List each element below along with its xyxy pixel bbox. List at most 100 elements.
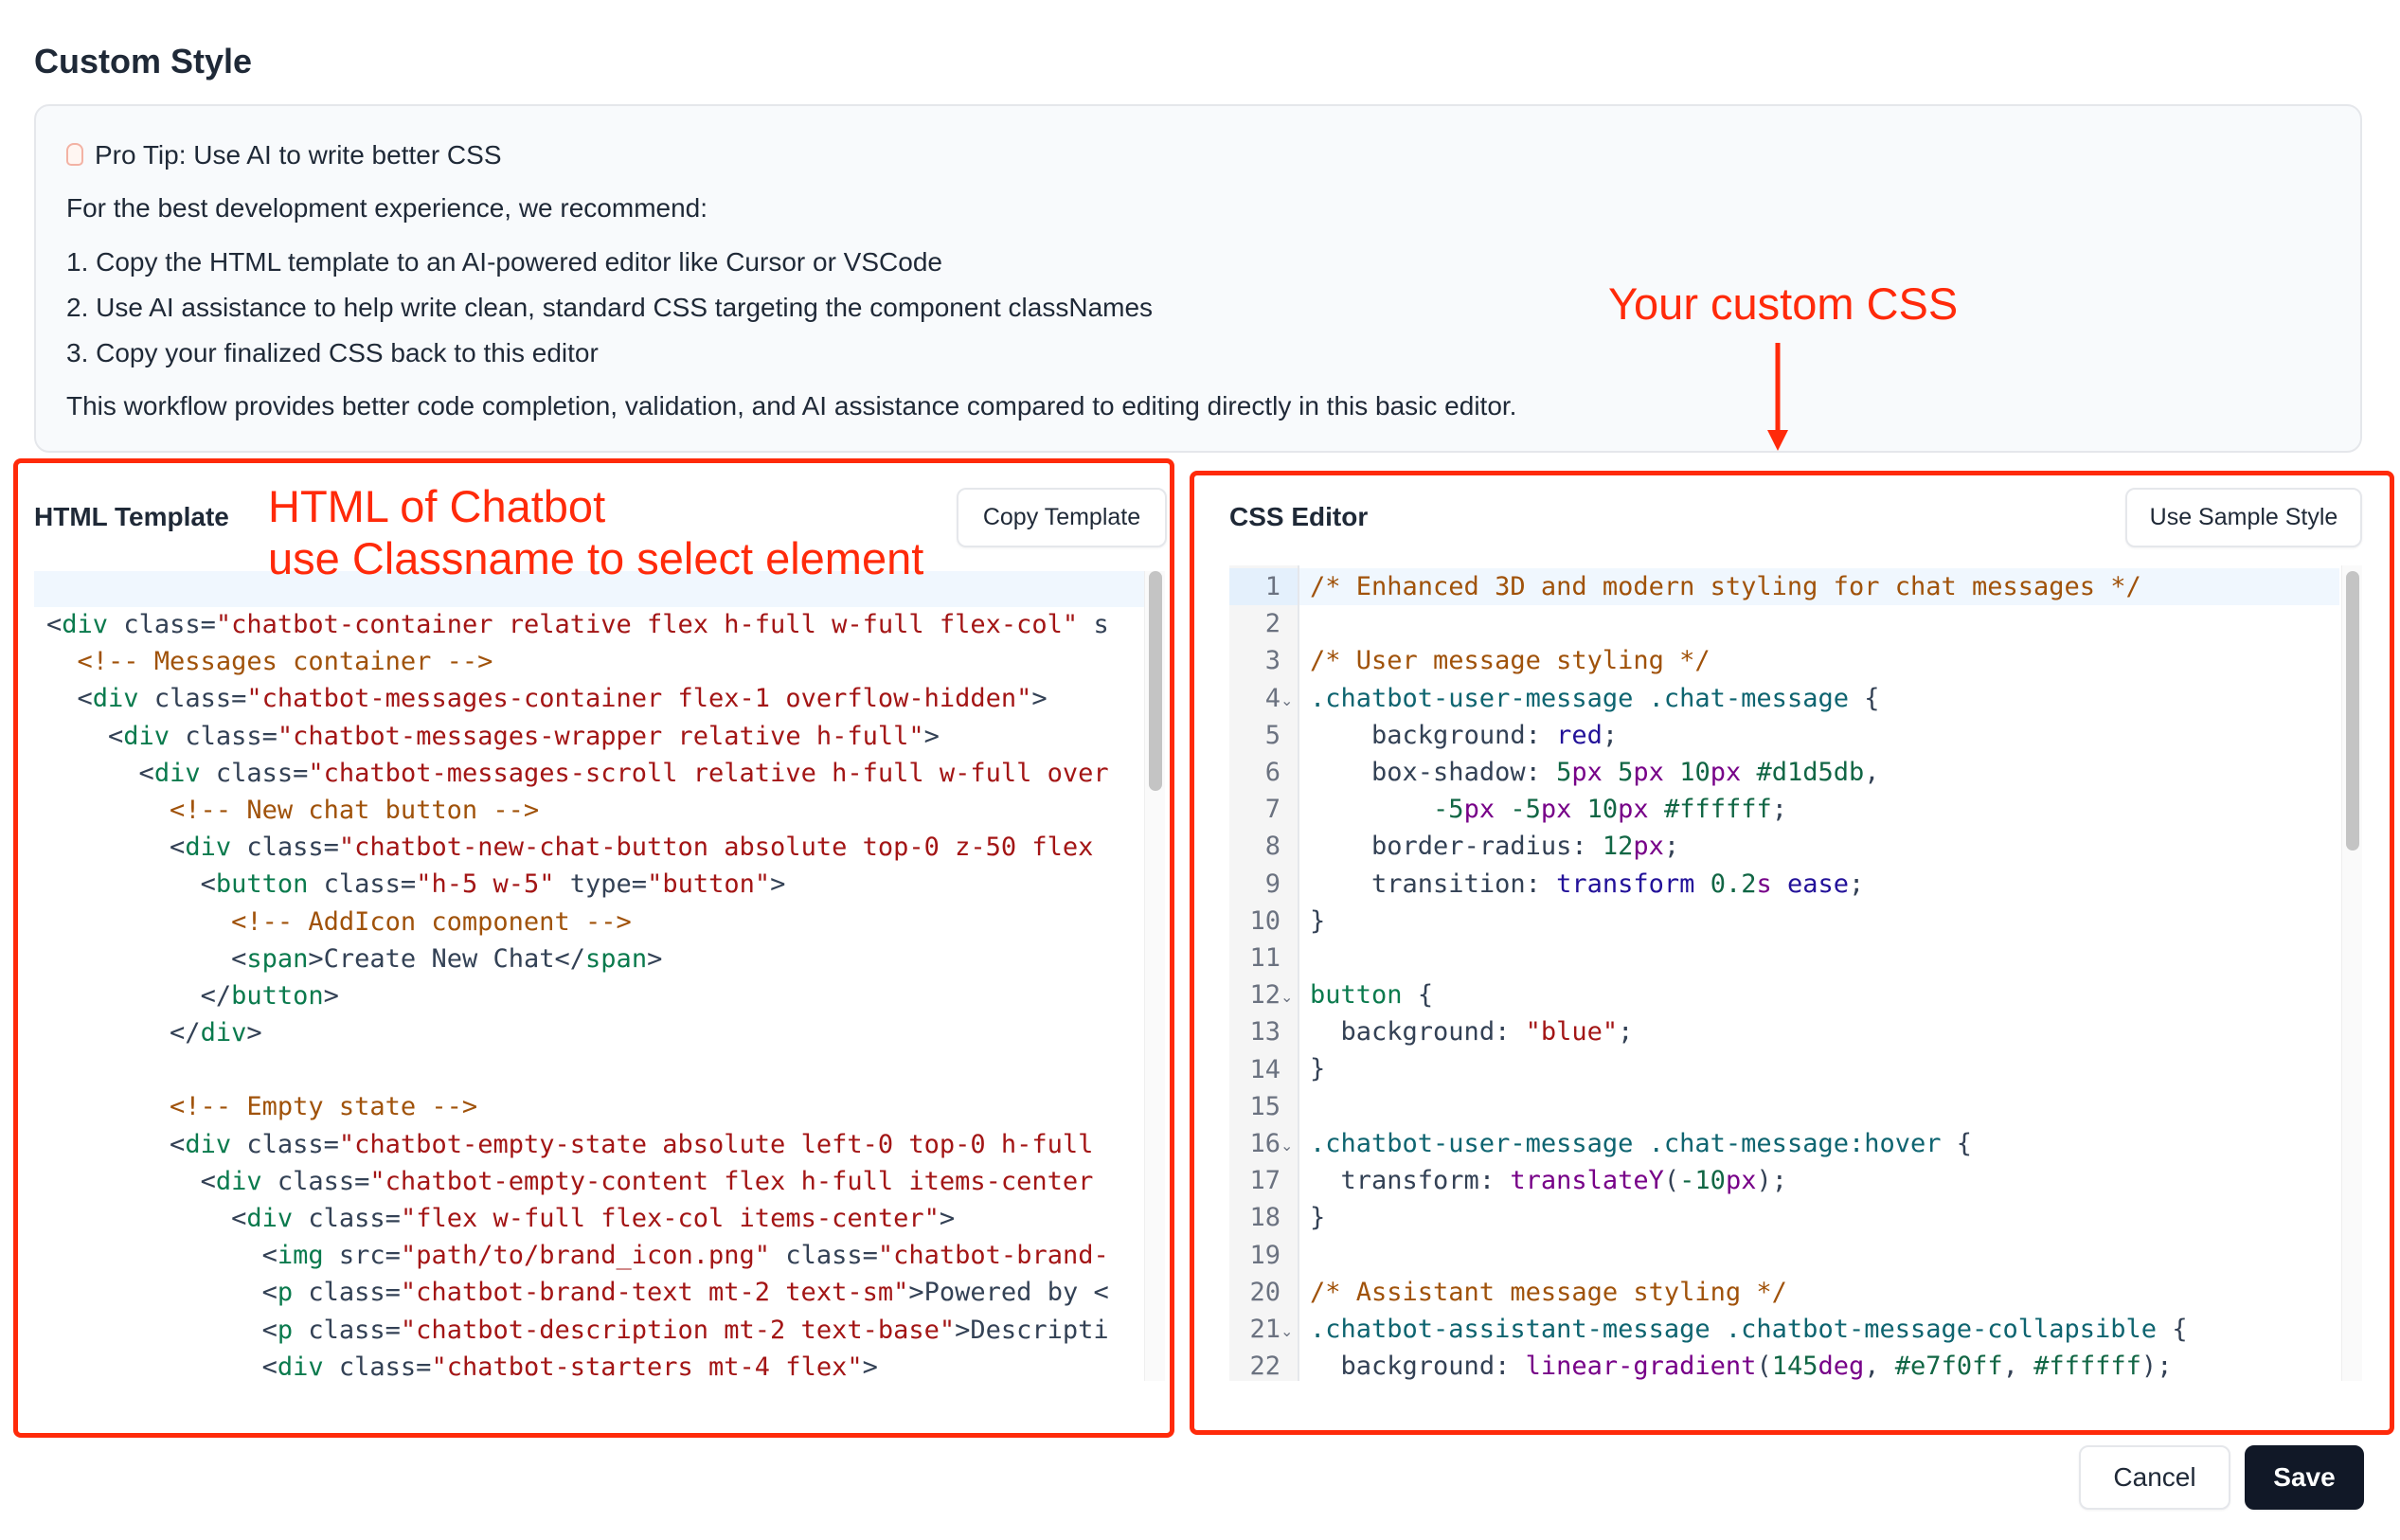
code-token: = bbox=[385, 1204, 401, 1233]
cancel-button[interactable]: Cancel bbox=[2079, 1445, 2230, 1510]
tip-step: 3. Copy your finalized CSS back to this … bbox=[66, 338, 599, 367]
code-token bbox=[477, 944, 493, 974]
use-sample-style-button[interactable]: Use Sample Style bbox=[2125, 488, 2362, 547]
pro-tip-panel: Pro Tip: Use AI to write better CSS For … bbox=[34, 104, 2362, 453]
code-token: <!-- Messages container --> bbox=[77, 647, 493, 677]
code-token: Powered bbox=[923, 1278, 1032, 1308]
code-token bbox=[324, 1241, 339, 1270]
line-number: 1 bbox=[1264, 572, 1281, 601]
scrollbar-thumb[interactable] bbox=[1149, 571, 1162, 791]
code-token: -10 bbox=[1679, 1166, 1726, 1195]
code-token: "chatbot-brand-text mt-2 text-sm" bbox=[400, 1278, 909, 1308]
code-token: .chatbot-assistant-message bbox=[1310, 1314, 1710, 1344]
code-line: } bbox=[1310, 1050, 2188, 1087]
code-token: px bbox=[1540, 795, 1572, 825]
code-token: transform bbox=[1556, 868, 1695, 899]
code-line bbox=[46, 1051, 1109, 1088]
code-line: </button> bbox=[46, 977, 1109, 1014]
fold-chevron-icon[interactable]: ⌄ bbox=[1281, 692, 1294, 709]
code-token: div bbox=[92, 684, 139, 714]
code-token: p bbox=[277, 1278, 294, 1308]
line-number: 22 bbox=[1249, 1352, 1281, 1381]
code-token bbox=[1310, 832, 1371, 861]
code-token: = bbox=[385, 1315, 401, 1345]
code-token bbox=[46, 1316, 262, 1345]
code-token: Create bbox=[323, 943, 417, 974]
code-token bbox=[2018, 1352, 2033, 1381]
code-token: span bbox=[246, 943, 309, 974]
code-token: "button" bbox=[647, 869, 771, 900]
code-token: , bbox=[1864, 757, 1880, 787]
code-token bbox=[231, 1130, 246, 1159]
code-token: div bbox=[277, 1352, 324, 1381]
code-token bbox=[46, 647, 78, 676]
code-line: <div class="chatbot-empty-content flex h… bbox=[46, 1163, 1109, 1200]
code-token bbox=[1571, 795, 1586, 824]
code-token: "chatbot-messages-wrapper relative h-ful… bbox=[277, 721, 924, 751]
code-token: { bbox=[1956, 1128, 1973, 1158]
line-number: 14 bbox=[1249, 1054, 1281, 1084]
fold-chevron-icon[interactable]: ⌄ bbox=[1281, 1324, 1294, 1340]
code-token bbox=[1664, 758, 1679, 787]
css-editor-scrollbar[interactable] bbox=[2341, 565, 2362, 1381]
code-token: "chatbot-messages-scroll relative h-full… bbox=[308, 758, 1109, 788]
code-token: > bbox=[308, 943, 324, 974]
code-token bbox=[324, 1352, 339, 1381]
code-token: = bbox=[862, 1241, 878, 1271]
code-token bbox=[1495, 795, 1510, 824]
code-token bbox=[1603, 758, 1618, 787]
code-token: < bbox=[46, 610, 63, 639]
code-line: <!-- New chat button --> bbox=[46, 792, 1109, 829]
code-token: ; bbox=[1771, 795, 1787, 825]
code-token bbox=[1541, 869, 1556, 899]
code-line: <span>Create New Chat</span> bbox=[46, 940, 1109, 977]
code-token: class bbox=[153, 684, 232, 714]
code-line: background: red; bbox=[1310, 717, 2188, 754]
html-editor-scrollbar[interactable] bbox=[1144, 571, 1165, 1381]
code-token: < bbox=[261, 1241, 278, 1271]
code-token: s bbox=[1093, 610, 1109, 639]
code-token bbox=[262, 1167, 278, 1196]
code-line: button { bbox=[1310, 976, 2188, 1013]
code-token: "chatbot-container relative flex h-full … bbox=[215, 610, 1079, 639]
code-token: px bbox=[1633, 832, 1664, 862]
code-token: = bbox=[385, 1278, 401, 1308]
code-token bbox=[1310, 795, 1433, 824]
code-token: > bbox=[955, 1315, 971, 1345]
code-token: , bbox=[1864, 1351, 1880, 1381]
code-token: New bbox=[431, 943, 478, 974]
code-token bbox=[201, 759, 216, 788]
code-token: px bbox=[1725, 1166, 1757, 1195]
code-token bbox=[293, 1278, 308, 1307]
code-token bbox=[1880, 1352, 1895, 1381]
css-code: /* Enhanced 3D and modern styling for ch… bbox=[1310, 568, 2188, 1381]
fold-chevron-icon[interactable]: ⌄ bbox=[1281, 990, 1294, 1007]
code-token: = bbox=[261, 721, 278, 751]
code-token: <!-- New chat button --> bbox=[170, 795, 540, 825]
line-number: 18 bbox=[1249, 1203, 1281, 1233]
annotation-arrow-icon bbox=[1767, 343, 1788, 451]
code-token: { bbox=[1417, 980, 1434, 1011]
fold-chevron-icon[interactable]: ⌄ bbox=[1281, 1138, 1294, 1155]
html-template-editor[interactable]: <div class="chatbot-container relative f… bbox=[34, 571, 1165, 1381]
annotation-html-line1: HTML of Chatbot bbox=[268, 481, 606, 531]
scrollbar-thumb[interactable] bbox=[2346, 571, 2359, 851]
tip-step: 2. Use AI assistance to help write clean… bbox=[66, 293, 1154, 322]
code-token: } bbox=[1310, 1203, 1326, 1233]
code-token bbox=[46, 1092, 170, 1121]
code-token bbox=[2157, 1315, 2172, 1344]
copy-template-button[interactable]: Copy Template bbox=[957, 488, 1167, 547]
code-token: s bbox=[1756, 868, 1772, 899]
code-token: , bbox=[2002, 1351, 2018, 1381]
line-number: 16 bbox=[1249, 1129, 1281, 1158]
code-line: <img src="path/to/brand_icon.png" class=… bbox=[46, 1237, 1109, 1274]
code-token: "h-5 w-5" bbox=[416, 869, 555, 900]
save-button[interactable]: Save bbox=[2245, 1445, 2364, 1510]
code-token bbox=[1633, 1129, 1648, 1158]
code-line: <div class="chatbot-empty-state absolute… bbox=[46, 1126, 1109, 1163]
code-token: 10 bbox=[1679, 757, 1710, 787]
page-title: Custom Style bbox=[34, 42, 253, 81]
line-number: 10 bbox=[1249, 905, 1281, 936]
code-token: class bbox=[308, 1278, 385, 1308]
